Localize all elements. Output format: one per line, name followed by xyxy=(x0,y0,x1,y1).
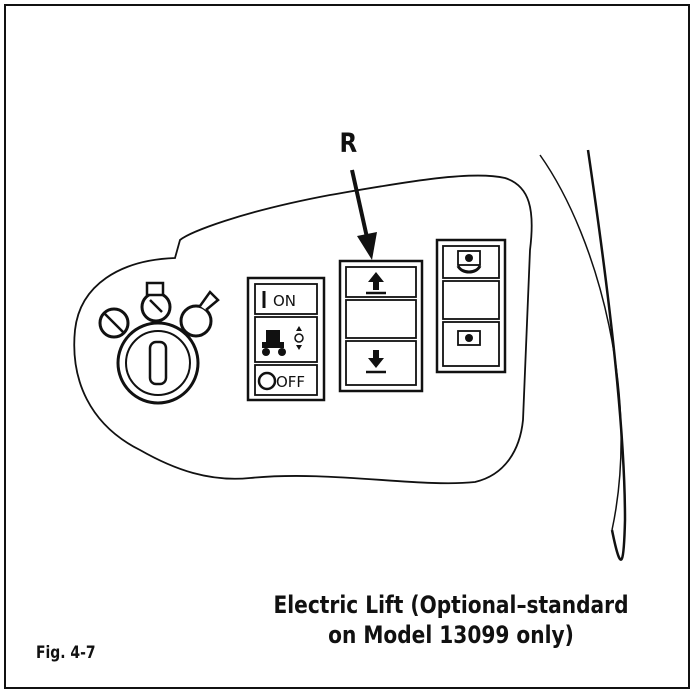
callout-label: R xyxy=(339,128,358,159)
rotate-attachment-icon xyxy=(456,250,482,274)
caption-line-1: Electric Lift (Optional–standard xyxy=(273,591,629,619)
figure-caption: Electric Lift (Optional–standard on Mode… xyxy=(254,590,649,650)
lift-rocker-switch[interactable] xyxy=(338,259,424,393)
ignition-key-switch[interactable] xyxy=(116,321,200,405)
fender-curve-inner xyxy=(586,149,627,561)
on-label: ON xyxy=(273,292,296,310)
lower-arrow-icon xyxy=(366,350,386,374)
tractor-pto-icon xyxy=(262,326,304,356)
off-label: OFF xyxy=(276,373,305,391)
control-panel-outline xyxy=(73,174,533,485)
attachment-rocker-switch[interactable] xyxy=(435,238,507,374)
pto-rocker-switch[interactable]: ON OFF xyxy=(246,276,326,402)
start-position-icon xyxy=(179,290,220,338)
run-position-icon xyxy=(140,281,172,323)
fender-curve-outer xyxy=(539,154,622,531)
callout-arrow xyxy=(350,169,377,260)
off-position-icon xyxy=(98,307,130,339)
figure-frame xyxy=(4,4,690,689)
figure-number: Fig. 4-7 xyxy=(36,643,96,663)
raise-arrow-icon xyxy=(366,272,386,295)
attachment-icon xyxy=(457,330,481,346)
caption-line-2: on Model 13099 only) xyxy=(328,621,574,649)
